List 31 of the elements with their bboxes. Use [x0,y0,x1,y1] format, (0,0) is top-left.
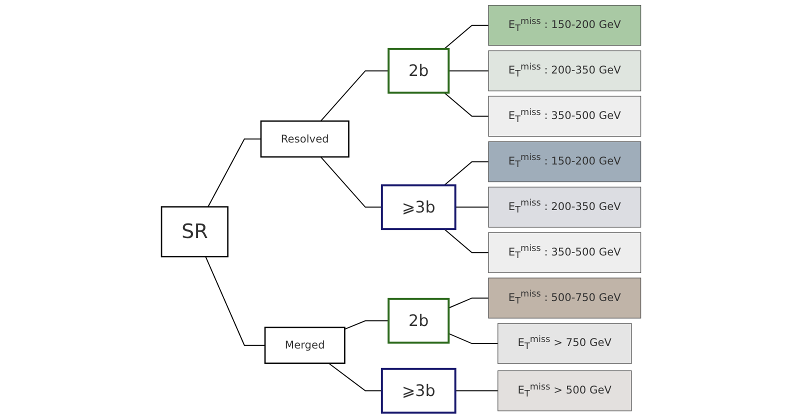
node-box: 2b [388,298,450,344]
connector [455,390,499,392]
node-box: E$_{T}$$^{miss}$ : 350-500 GeV [488,96,642,137]
connector [444,161,490,186]
node-box: 2b [388,48,450,94]
connector [444,24,490,50]
node-box: ⩾3b [381,368,457,414]
node-box: E$_{T}$$^{miss}$ : 200-350 GeV [488,50,642,92]
connector [444,92,490,117]
connector [448,333,499,344]
node-box: Merged [264,326,346,364]
connector [455,206,490,208]
node-box: Resolved [260,120,350,158]
connector [448,70,490,72]
node-box: E$_{T}$$^{miss}$ : 500-750 GeV [488,278,642,318]
node-box: ⩾3b [381,184,457,230]
node-box: SR [161,206,229,258]
node-box: E$_{T}$$^{miss}$ > 750 GeV [498,323,632,364]
connector [448,298,490,308]
connector [444,228,490,254]
connector [344,320,390,330]
node-box: E$_{T}$$^{miss}$ : 200-350 GeV [488,186,642,228]
node-box: E$_{T}$$^{miss}$ : 150-200 GeV [488,141,642,182]
node-box: E$_{T}$$^{miss}$ > 500 GeV [498,370,632,412]
node-box: E$_{T}$$^{miss}$ : 150-200 GeV [488,4,642,46]
connector [208,138,262,208]
connector [328,362,383,392]
node-box: E$_{T}$$^{miss}$ : 350-500 GeV [488,232,642,274]
connector [320,156,383,208]
connector [205,256,266,346]
connector [320,70,390,122]
